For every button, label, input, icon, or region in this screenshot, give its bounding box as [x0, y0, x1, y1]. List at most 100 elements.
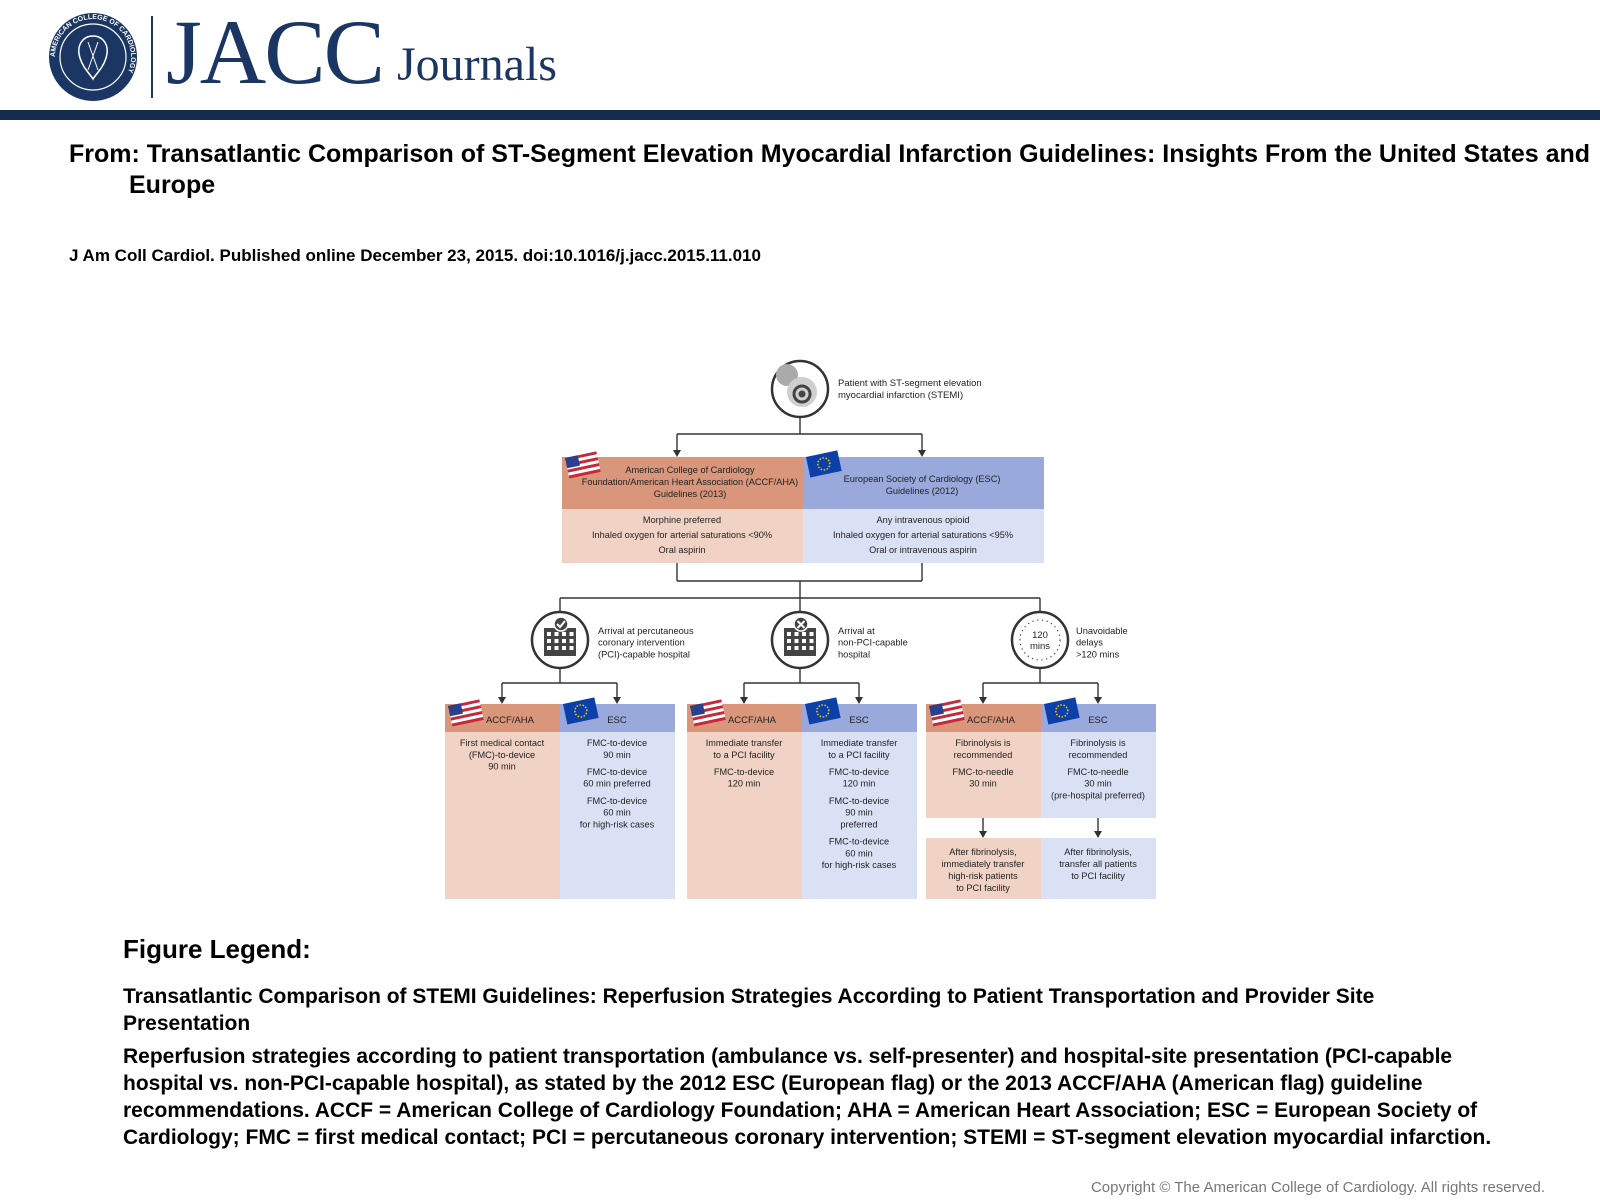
scenario-1-label-line-0: Arrival at percutaneous — [598, 626, 694, 636]
scenario-3-eu-after-line-0: After fibrinolysis, — [1064, 847, 1131, 857]
scenario-1-label-line-2: (PCI)-capable hospital — [598, 649, 690, 659]
hospital-cross-icon-window — [802, 646, 806, 650]
scenario-2-arrow-eu-head — [855, 697, 863, 704]
scenario-3-us-line-3: FMC-to-needle — [952, 767, 1013, 777]
legend-heading: Figure Legend: — [123, 934, 311, 964]
us-general-items-box — [562, 509, 803, 563]
scenario-2-eu-line-10: FMC-to-device — [829, 837, 889, 847]
scenario-2-eu-body-box — [802, 732, 917, 899]
scenario-3-arrow-eu-head — [1094, 697, 1102, 704]
scenario-2-eu-title: ESC — [849, 715, 869, 726]
scenario-1-eu-line-8: for high-risk cases — [580, 819, 655, 829]
scenario-1-eu-line-6: FMC-to-device — [587, 796, 647, 806]
arrow-to-eu-general-head — [918, 450, 926, 457]
us-flag-icon — [565, 451, 601, 479]
hospital-check-icon-window — [562, 632, 566, 636]
brand-suffix: Journals — [397, 38, 557, 91]
scenario-3-eu-line-5: (pre-hospital preferred) — [1051, 791, 1145, 801]
hospital-cross-icon-window — [787, 646, 791, 650]
scenario-3-label-line-0: Unavoidable — [1076, 626, 1128, 636]
hospital-check-icon-window — [547, 639, 551, 643]
scenario-1-eu-title: ESC — [607, 715, 627, 726]
scenario-1-us-line-1: (FMC)-to-device — [469, 750, 535, 760]
scenario-2-eu-line-12: for high-risk cases — [822, 860, 897, 870]
hospital-check-icon-window — [554, 639, 559, 643]
scenario-2-label-line-0: Arrival at — [838, 626, 875, 636]
hospital-check-icon-window — [569, 646, 574, 650]
scenario-3-arrow-us-after-head — [979, 831, 987, 838]
hospital-cross-icon-window — [794, 632, 799, 636]
scenario-3-us-flag-icon — [929, 699, 965, 727]
us-general-item-line-0: Morphine preferred — [643, 515, 721, 525]
brand-logo[interactable]: JACC — [166, 1, 385, 103]
header-rule — [0, 110, 1600, 120]
scenario-2-us-body-box — [687, 732, 802, 899]
scenario-2-us-flag-icon — [690, 699, 726, 727]
scenario-1-us-line-0: First medical contact — [460, 738, 545, 748]
hospital-check-icon-badge — [553, 616, 569, 632]
scenario-1-eu-line-1: 90 min — [603, 750, 631, 760]
hospital-check-icon-window — [554, 646, 559, 650]
hospital-cross-icon-window — [809, 632, 814, 636]
scenario-3-eu-line-0: Fibrinolysis is — [1070, 738, 1126, 748]
us-general-header-line-2: Guidelines (2013) — [654, 489, 727, 499]
hospital-cross-icon-window — [802, 632, 806, 636]
scenario-2-eu-flag-icon — [805, 697, 841, 725]
scenario-3-eu-line-3: FMC-to-needle — [1067, 767, 1128, 777]
scenario-2-us-line-0: Immediate transfer — [706, 738, 783, 748]
hospital-cross-icon-window — [794, 646, 799, 650]
scenario-3-us-body-box — [926, 732, 1041, 818]
scenario-3-eu-line-4: 30 min — [1084, 779, 1112, 789]
eu-general-header-line-0: European Society of Cardiology (ESC) — [844, 474, 1001, 484]
scenario-3-us-title: ACCF/AHA — [967, 715, 1016, 726]
hospital-check-icon-window — [569, 632, 574, 636]
us-general-item-line-1: Inhaled oxygen for arterial saturations … — [592, 530, 772, 540]
scenario-3-eu-flag-icon — [1044, 697, 1080, 725]
scenario-3-eu-title: ESC — [1088, 715, 1108, 726]
scenario-1-eu-line-4: 60 min preferred — [583, 779, 650, 789]
hospital-cross-icon-window — [802, 639, 806, 643]
eu-general-item-line-0: Any intravenous opioid — [877, 515, 970, 525]
hospital-check-icon-window — [547, 646, 551, 650]
scenario-1-arrow-us-head — [498, 697, 506, 704]
scenario-3-us-after-box — [926, 838, 1041, 899]
scenario-3-us-after-line-3: to PCI facility — [956, 883, 1010, 893]
scenario-2-us-title: ACCF/AHA — [728, 715, 777, 726]
scenario-1-us-flag-icon — [448, 699, 484, 727]
scenario-2-eu-line-1: to a PCI facility — [828, 750, 890, 760]
scenario-3-eu-after-line-2: to PCI facility — [1071, 871, 1125, 881]
scenario-3-eu-after-box — [1041, 838, 1156, 899]
scenario-2-eu-line-11: 60 min — [845, 848, 873, 858]
scenario-2-eu-line-3: FMC-to-device — [829, 767, 889, 777]
heart-target-outer — [792, 384, 812, 404]
scenario-3-us-after-line-1: immediately transfer — [942, 859, 1025, 869]
scenario-2-eu-line-8: preferred — [840, 819, 877, 829]
scenario-3-us-line-1: recommended — [954, 750, 1013, 760]
hospital-check-icon-window — [569, 639, 574, 643]
us-general-header-line-1: Foundation/American Heart Association (A… — [582, 477, 799, 487]
us-general-item-line-2: Oral aspirin — [659, 545, 706, 555]
scenario-2-label-line-1: non-PCI-capable — [838, 638, 908, 648]
eu-flag-icon — [806, 450, 842, 478]
scenario-3-arrow-eu-after-head — [1094, 831, 1102, 838]
hospital-cross-icon-cross-mark — [796, 620, 806, 629]
scenario-2-arrow-us-head — [740, 697, 748, 704]
hospital-cross-icon-window — [809, 639, 814, 643]
hospital-check-icon-window — [562, 639, 566, 643]
scenario-3-us-after-line-0: After fibrinolysis, — [949, 847, 1016, 857]
scenario-3-eu-line-1: recommended — [1069, 750, 1128, 760]
patient-label-line-1: myocardial infarction (STEMI) — [838, 390, 963, 401]
arrow-to-us-general-head — [673, 450, 681, 457]
legend-text: Reperfusion strategies according to pati… — [123, 1045, 1492, 1149]
heart-target-inner — [798, 390, 806, 398]
hospital-check-icon-check-mark — [556, 620, 566, 629]
scenario-1-eu-flag-icon — [563, 697, 599, 725]
scenario-1-eu-line-7: 60 min — [603, 808, 631, 818]
article-title: From: Transatlantic Comparison of ST-Seg… — [69, 140, 1591, 199]
clock-text-unit: mins — [1030, 641, 1050, 652]
scenario-3-us-after-line-2: high-risk patients — [948, 871, 1018, 881]
scenario-3-arrow-us-head — [979, 697, 987, 704]
figure-flowchart: Patient with ST-segment elevationmyocard… — [445, 359, 1156, 899]
hospital-cross-icon-window — [809, 646, 814, 650]
scenario-2-us-line-4: 120 min — [728, 779, 761, 789]
